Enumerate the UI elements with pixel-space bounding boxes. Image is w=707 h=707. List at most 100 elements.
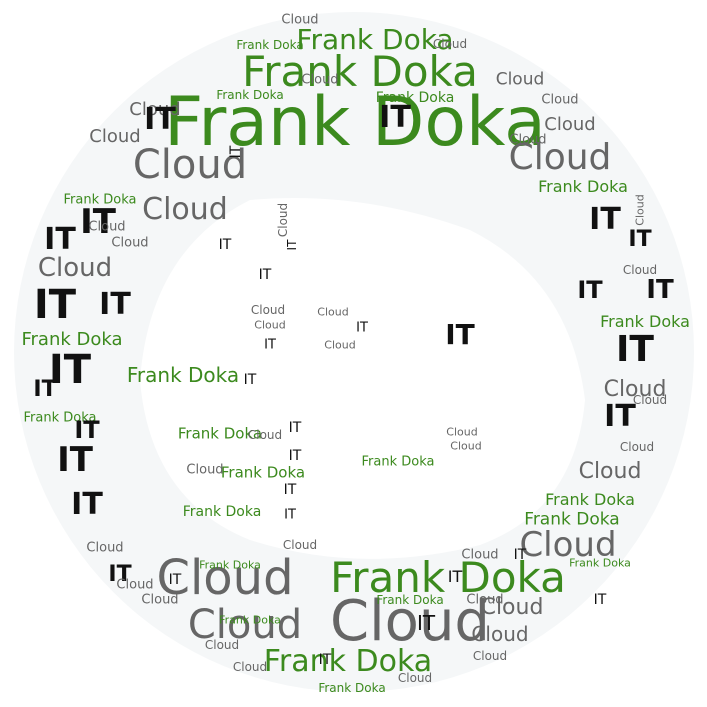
word-it: IT (616, 329, 654, 370)
word-cloud: Cloud (204, 638, 240, 652)
word-it: IT (168, 572, 182, 588)
word-cloud: Cloud (480, 595, 544, 620)
word-cloud: Cloud (186, 462, 224, 478)
word-it: IT (57, 440, 93, 480)
word-cloud: Cloud (324, 338, 356, 352)
word-it: IT (44, 222, 76, 257)
word-it: IT (258, 267, 272, 283)
word-it: IT (318, 652, 332, 668)
word-brand: Frank Doka (216, 88, 284, 102)
word-it: IT (646, 275, 674, 305)
word-cloud: Cloud (446, 425, 478, 439)
word-it: IT (144, 102, 176, 137)
word-cloud: Cloud (603, 377, 667, 402)
word-cloud: Cloud (622, 263, 658, 277)
word-brand: Frank Doka (219, 613, 281, 627)
word-cloud: Cloud (432, 37, 468, 51)
word-cloud: Cloud (141, 592, 179, 608)
word-cloud: Cloud (37, 253, 113, 283)
word-cloud: Cloud (578, 459, 642, 484)
word-cloud: Cloud (129, 99, 181, 120)
word-brand: Frank Doka (376, 593, 444, 607)
word-it: IT (445, 318, 475, 351)
word-cloud: Cloud (397, 671, 433, 685)
word-cloud: Cloud (142, 192, 228, 227)
word-it: IT (218, 237, 232, 253)
word-brand: Frank Doka (21, 329, 123, 350)
word-brand: Frank Doka (126, 363, 240, 387)
word-cloud: Cloud (88, 219, 126, 235)
word-cloud: Cloud (187, 602, 303, 648)
word-brand: Frank Doka (182, 504, 262, 520)
word-cloud: Cloud (632, 393, 668, 407)
word-brand: Frank Doka (199, 558, 261, 572)
word-it: IT (243, 372, 257, 388)
word-brand: Frank Doka (361, 454, 435, 470)
word-it: IT (379, 100, 411, 135)
word-it: IT (604, 399, 636, 434)
word-it: IT (285, 239, 299, 251)
word-brand: Frank Doka (164, 83, 546, 162)
word-cloud: Cloud (132, 142, 248, 188)
word-cloud: Cloud (89, 126, 141, 147)
word-brand: Frank Doka (23, 410, 97, 426)
word-it: IT (71, 487, 103, 522)
word-cloud: Cloud (633, 194, 647, 226)
word-cloud: Cloud (519, 525, 617, 565)
word-cloud: Cloud (508, 137, 612, 178)
word-cloud: Cloud (472, 649, 508, 663)
word-it: IT (74, 416, 100, 444)
word-it: IT (283, 482, 297, 498)
word-cloud: Cloud (254, 318, 286, 332)
word-brand: Frank Doka (242, 47, 478, 96)
word-cloud: Cloud (156, 550, 294, 606)
word-it: IT (33, 282, 77, 328)
word-brand: Frank Doka (545, 490, 635, 509)
word-it: IT (288, 420, 302, 436)
word-brand: Frank Doka (318, 681, 386, 695)
word-cloud: Cloud (301, 72, 339, 88)
word-brand: Frank Doka (538, 177, 628, 196)
word-it: IT (628, 227, 652, 252)
word-cloud: Cloud (619, 440, 655, 454)
word-cloud: Cloud (282, 538, 318, 552)
word-brand: Frank Doka (600, 312, 690, 331)
word-cloud: Cloud (471, 622, 529, 646)
word-brand: Frank Doka (330, 553, 566, 602)
word-it: IT (593, 592, 607, 608)
word-cloud: Cloud (330, 589, 490, 654)
word-it: IT (416, 611, 436, 635)
word-it: IT (108, 562, 132, 587)
word-brand: Frank Doka (524, 509, 620, 530)
word-cloud: Cloud (281, 12, 319, 28)
face-interior (140, 198, 585, 559)
word-brand: Frank Doka (296, 23, 454, 56)
word-cloud: Cloud (317, 305, 349, 319)
word-cloud: Cloud (541, 92, 579, 108)
word-it: IT (513, 547, 527, 563)
word-cloud: Cloud (544, 114, 596, 135)
word-cloud: Cloud (232, 660, 268, 674)
word-brand: Frank Doka (236, 38, 304, 52)
word-it: IT (264, 337, 276, 353)
word-it: IT (577, 276, 603, 304)
word-cloud: Cloud (247, 428, 283, 442)
word-it: IT (48, 347, 92, 393)
word-it: IT (80, 202, 116, 242)
word-cloud: Cloud (450, 439, 482, 453)
word-cloud: Cloud (495, 69, 545, 90)
word-it: IT (447, 567, 463, 586)
word-brand: Frank Doka (220, 463, 306, 482)
word-it: IT (589, 202, 621, 237)
word-it: IT (284, 507, 296, 523)
word-cloud: Cloud (116, 577, 154, 593)
word-cloud: Cloud (509, 132, 547, 148)
word-cloud: Cloud (466, 592, 504, 608)
word-brand: Frank Doka (375, 90, 455, 106)
word-it: IT (356, 320, 368, 336)
word-cloud: Cloud (461, 547, 499, 563)
word-cloud: Cloud (111, 235, 149, 251)
word-brand: Frank Doka (177, 424, 263, 443)
